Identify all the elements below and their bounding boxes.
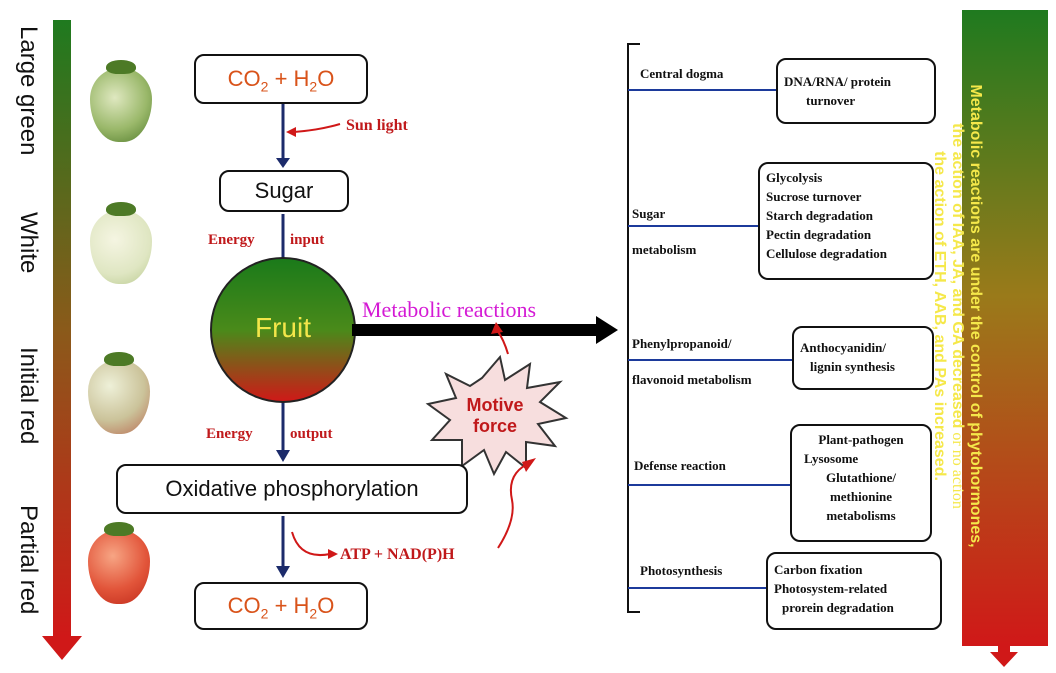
item-plant-pathogen: Plant-pathogen: [818, 432, 904, 447]
category-flavonoid: flavonoid metabolism: [632, 372, 752, 387]
metabolic-arrow: [352, 316, 618, 344]
category-lines: [628, 89, 792, 589]
defense-reaction-box: Plant-pathogen Lysosome Glutathione/ met…: [790, 424, 932, 542]
photosynthesis-box: Carbon fixation Photosystem-related pror…: [766, 552, 942, 630]
ripening-arrow-left: [42, 20, 82, 660]
item-protein-degradation: prorein degradation: [782, 600, 894, 615]
metabolic-reactions-label: Metabolic reactions: [362, 297, 537, 322]
category-photosynthesis: Photosynthesis: [640, 563, 723, 578]
fruit-label: Fruit: [255, 312, 311, 343]
force-word: force: [472, 416, 517, 436]
energy-output-word: Energy: [206, 426, 253, 442]
item-lysosome: Lysosome: [804, 451, 859, 466]
item-photosystem-related: Photosystem-related: [774, 581, 888, 596]
note-line-1: Metabolic reactions are under the contro…: [967, 84, 984, 548]
stage-white: White: [15, 212, 42, 274]
sun-light-label: Sun light: [346, 117, 408, 134]
item-metabolisms: metabolisms: [826, 508, 896, 523]
phytohormone-note: Metabolic reactions are under the contro…: [930, 16, 984, 616]
note-line-2: the action of IAA, JA, and GA decreased …: [948, 16, 966, 616]
stage-partial-red: Partial red: [15, 505, 42, 615]
strawberry-large-green: [90, 60, 152, 142]
item-turnover: turnover: [806, 93, 856, 108]
note-line-2-main: the action of IAA, JA, and GA decreased: [949, 123, 966, 429]
strawberry-initial-red: [88, 352, 150, 434]
motive-force-burst: [425, 354, 569, 477]
stage-initial-red: Initial red: [15, 347, 42, 445]
oxidative-phosphorylation-box: Oxidative phosphorylation: [116, 464, 468, 514]
phenylpropanoid-box: Anthocyanidin/ lignin synthesis: [792, 326, 934, 390]
sugar-metabolism-box: Glycolysis Sucrose turnover Starch degra…: [758, 162, 934, 280]
stage-large-green: Large green: [15, 26, 42, 156]
energy-input-word: Energy: [208, 232, 255, 248]
item-pectin-degradation: Pectin degradation: [766, 227, 872, 242]
strawberry-partial-red: [88, 522, 150, 604]
item-glycolysis: Glycolysis: [766, 170, 823, 185]
item-methionine: methionine: [829, 489, 893, 504]
output-formula-box: CO2 + H2O: [194, 582, 368, 630]
sugar-box: Sugar: [219, 170, 349, 212]
item-glutathione: Glutathione/: [825, 470, 897, 485]
item-lignin-synthesis: lignin synthesis: [810, 359, 895, 374]
category-defense-reaction: Defense reaction: [634, 458, 726, 473]
item-cellulose-degradation: Cellulose degradation: [766, 246, 887, 261]
red-arrows: [286, 123, 536, 559]
category-sugar: Sugar: [632, 206, 666, 221]
item-starch-degradation: Starch degradation: [766, 208, 874, 223]
input-formula-box: CO2 + H2O: [194, 54, 368, 104]
atp-label: ATP + NAD(P)H: [340, 546, 455, 563]
motive-word: Motive: [466, 395, 524, 415]
ripening-arrow-right: [962, 10, 1048, 667]
motive-force-label: Motive force: [456, 395, 534, 437]
note-line-3: the action of ETH, AAB, and PAs increase…: [931, 151, 948, 481]
strawberry-white: [90, 202, 152, 284]
category-phenylpropanoid: Phenylpropanoid/: [632, 336, 732, 351]
category-central-dogma: Central dogma: [640, 66, 724, 81]
energy-input-suffix: input: [290, 232, 325, 248]
item-anthocyanidin: Anthocyanidin/: [800, 340, 886, 355]
central-dogma-box: DNA/RNA/ protein turnover: [776, 58, 936, 124]
category-bracket: [627, 43, 640, 613]
note-line-2-extra: or no action: [949, 428, 966, 509]
item-sucrose-turnover: Sucrose turnover: [766, 189, 862, 204]
item-carbon-fixation: Carbon fixation: [774, 562, 863, 577]
category-sugar-metabolism: metabolism: [632, 242, 697, 257]
item-dna-rna-protein: DNA/RNA/ protein: [784, 74, 892, 89]
energy-output-suffix: output: [290, 426, 333, 442]
